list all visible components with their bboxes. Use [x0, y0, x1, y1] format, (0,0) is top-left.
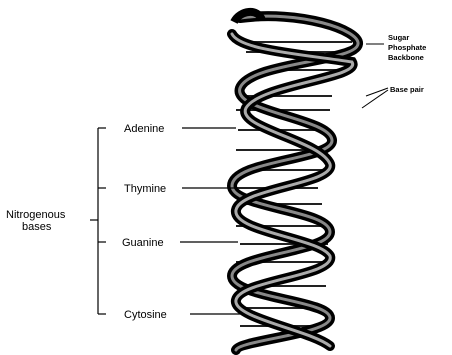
backbone-label-line-1: Sugar: [388, 33, 409, 42]
base-label-thymine: Thymine: [124, 183, 166, 195]
top-leader-lines: [362, 44, 388, 108]
base-leader-lines: [180, 128, 240, 314]
bases-bracket: [90, 128, 106, 314]
base-label-cytosine: Cytosine: [124, 309, 167, 321]
base-label-guanine: Guanine: [122, 237, 164, 249]
group-label-line-1: Nitrogenous: [6, 209, 66, 221]
backbone-label-line-2: Phosphate: [388, 43, 426, 52]
backbone-label-line-3: Backbone: [388, 53, 424, 62]
base-pair-label: Base pair: [390, 85, 424, 94]
backbone-label: Sugar Phosphate Backbone: [388, 33, 428, 62]
base-label-adenine: Adenine: [124, 123, 164, 135]
group-label-line-2: bases: [22, 221, 52, 233]
nitrogenous-bases-label: Nitrogenous bases: [6, 209, 68, 233]
